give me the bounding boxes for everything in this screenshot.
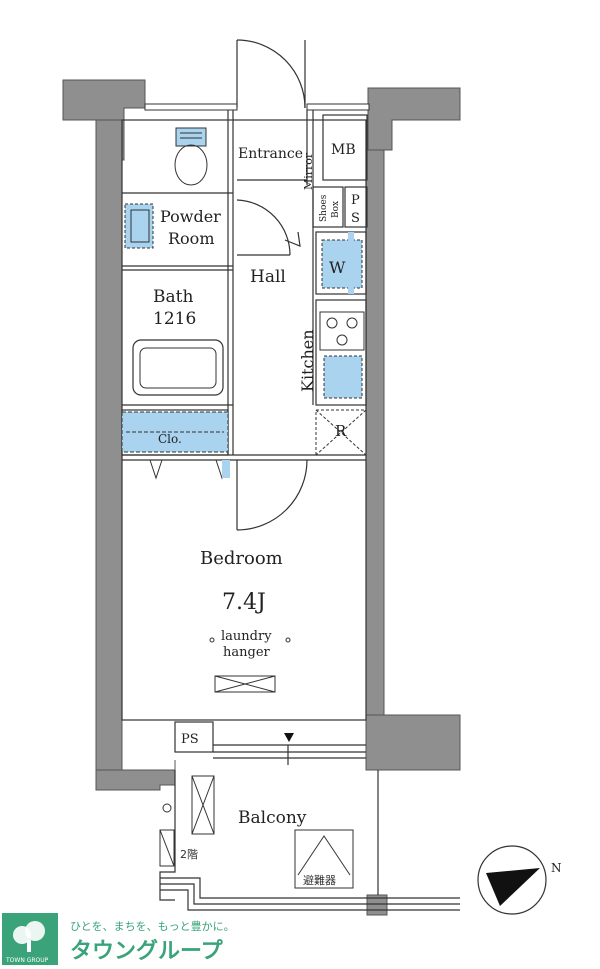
outdoor-unit-diag (159, 829, 175, 867)
mb-box (322, 114, 368, 181)
logo-company-name: タウングループ (70, 938, 224, 964)
label-ps-top-p: P (351, 193, 360, 208)
bathtub-icon (132, 339, 224, 396)
evacuation-ladder-icon (297, 835, 351, 876)
wall-left (95, 119, 123, 771)
company-logo: TOWN GROUP ひとを、まちを、もっと豊かに。 タウングループ (2, 913, 235, 965)
burner-2 (346, 317, 358, 329)
kitchen-sink (323, 355, 363, 399)
washer-area (315, 231, 367, 295)
label-hall: Hall (250, 267, 286, 287)
wall-top-thin-right (306, 103, 370, 111)
compass-needle-icon (486, 868, 540, 906)
label-mirror: Mirror (302, 152, 315, 190)
label-washer: W (329, 258, 346, 277)
label-shoes: Shoes (319, 194, 329, 222)
labels: Entrance MB Mirror Powder Room Shoes Box… (153, 142, 360, 887)
railing-3 (160, 889, 460, 911)
toilet-bowl-icon (174, 144, 208, 186)
label-bedroom-size: 7.4J (222, 590, 266, 615)
refrigerator-space (315, 409, 367, 456)
drain-icon (162, 803, 172, 813)
fridge-diag-1 (315, 409, 367, 456)
powder-door-arc (236, 199, 291, 256)
fridge-diag-2 (315, 409, 367, 456)
accent-strip (222, 460, 230, 478)
label-hanger: hanger (223, 645, 271, 660)
bedroom-door-arc (236, 459, 308, 531)
fixtures (121, 127, 367, 889)
burner-1 (326, 317, 338, 329)
compass: N (477, 845, 562, 915)
burner-3 (336, 334, 348, 346)
label-bath: Bath (153, 287, 193, 307)
doors (236, 39, 308, 531)
wash-basin-inner (130, 209, 150, 243)
balcony-unit (191, 775, 215, 835)
shoes-box-outline (312, 186, 344, 228)
label-box: Box (331, 201, 341, 218)
label-powder-room-2: Room (168, 229, 214, 248)
outdoor-unit (159, 829, 175, 867)
logo-tree-icon-2 (25, 921, 45, 941)
ps-bottom-outline (174, 721, 214, 753)
evacuation-hatch (294, 829, 354, 889)
balcony-unit-diag-2 (191, 775, 215, 835)
logo-tagline: ひとを、まちを、もっと豊かに。 (70, 920, 235, 933)
label-mb: MB (331, 142, 356, 158)
label-ps-top-s: S (351, 211, 360, 226)
label-entrance: Entrance (238, 146, 303, 162)
railing-1 (160, 877, 460, 899)
label-kitchen: Kitchen (298, 329, 317, 392)
hanger-dot-left (209, 637, 215, 643)
window-arrow-icon (284, 733, 294, 742)
label-balcony: Balcony (238, 808, 307, 828)
logo-small-text: TOWN GROUP (5, 957, 49, 964)
wall-bottom-right (365, 714, 461, 771)
accent-strip-washer (348, 232, 354, 294)
label-powder-room-1: Powder (160, 207, 221, 226)
label-refrigerator: R (335, 422, 347, 440)
label-closet: Clo. (158, 432, 182, 446)
wall-top-right (367, 87, 461, 151)
hall-marker (284, 231, 301, 247)
hanger-diag-2 (214, 675, 276, 693)
entrance-door-arc (236, 39, 306, 109)
balcony-left (159, 770, 176, 901)
label-evacuation: 避難器 (303, 873, 336, 887)
toilet-tank (175, 127, 207, 147)
compass-circle (477, 845, 547, 915)
railing-2 (160, 883, 460, 905)
wall-bottom-left (95, 760, 176, 791)
washer-pan (321, 239, 363, 289)
label-floor-2: 2階 (180, 847, 198, 861)
logo-tree-trunk (27, 940, 31, 952)
stove-icon (319, 311, 365, 351)
laundry-hanger-icon (214, 675, 276, 693)
closet-door-1 (149, 459, 163, 480)
kitchen-counter (315, 299, 367, 406)
label-ps-bottom: PS (181, 732, 199, 747)
compass-north-label: N (551, 861, 562, 875)
label-bath-size: 1216 (153, 309, 196, 329)
label-bedroom: Bedroom (200, 548, 283, 569)
ps-top-outline (344, 186, 368, 228)
label-laundry: laundry (221, 629, 272, 644)
bathtub-inner (139, 347, 217, 389)
wall-top-thin (144, 103, 238, 111)
wall-right (365, 149, 385, 771)
wash-basin (124, 203, 154, 249)
hanger-dot-right (285, 637, 291, 643)
